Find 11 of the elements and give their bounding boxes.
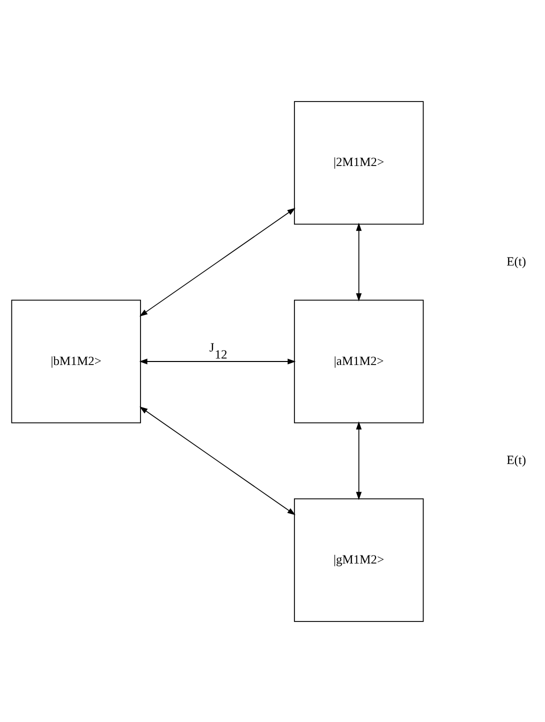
label: E(t) <box>506 254 526 268</box>
node-box: |aM1M2> <box>294 299 424 423</box>
node-box: |bM1M2> <box>11 299 141 423</box>
node-box: |2M1M2> <box>294 100 424 224</box>
arrow <box>356 420 362 500</box>
arrow <box>140 406 296 515</box>
arrow <box>139 207 296 316</box>
arrow <box>139 358 296 364</box>
arrow <box>356 222 362 301</box>
label: E(t) <box>506 452 526 467</box>
node-box: |gM1M2> <box>294 498 424 622</box>
